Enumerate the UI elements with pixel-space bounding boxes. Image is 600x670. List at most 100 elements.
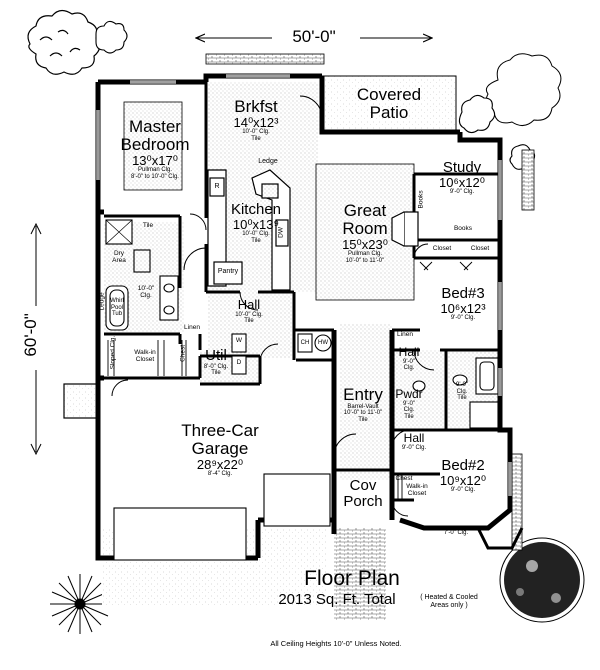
hall2-note2: Clg.: [403, 365, 415, 372]
bay-window: [476, 527, 524, 550]
mbath-tile: Tile: [142, 222, 154, 229]
interior-walls: [104, 82, 500, 502]
mech-ch: CH: [300, 340, 310, 346]
study-books-bottom: Books: [453, 225, 473, 232]
room-three-car-garage: Three-Car Garage 28⁹x22⁰ 8'-4" Clg.: [160, 422, 280, 478]
hall3-name: Hall: [403, 431, 425, 445]
hall2-linen: Linen: [397, 331, 413, 338]
bed2-size: 10⁹x12⁰: [439, 472, 487, 488]
tree-top-left: [27, 9, 101, 75]
mbath-tub: Tub: [111, 311, 123, 318]
mbath-walkin-2: Closet: [135, 355, 155, 363]
room-hall-bed3: Hall 9'-0" Clg.: [394, 346, 424, 372]
fireplace: [391, 211, 419, 247]
hall1-note1: 10'-0" Clg.: [235, 311, 263, 318]
shrub-top: [95, 20, 128, 54]
pwdr-note3: Tile: [404, 413, 414, 420]
room-hall-bath: 9'-0" Clg. Tile: [452, 382, 472, 402]
mbath-whirlpool-1: Whirl Pool: [110, 298, 124, 311]
study-name: Study: [442, 159, 482, 176]
room-hall-kitchen: Hall 10'-0" Clg. Tile: [224, 298, 274, 325]
garage-size: 28⁹x22⁰: [196, 456, 244, 472]
util-note2: Tile: [211, 370, 221, 377]
room-utility: Util 8'-0" Clg. Tile: [200, 348, 232, 377]
kitchen-refrigerator: R: [214, 183, 220, 190]
brick-planter-top: [205, 53, 325, 65]
kitchen-ledge: Ledge: [258, 158, 278, 165]
study-closet-2: Closet: [470, 245, 490, 252]
hall2-note1: 9'-0": [403, 358, 415, 365]
room-study: Study 10⁶x12⁰ 9'-0" Clg.: [426, 160, 498, 196]
mech-hw: HW: [318, 340, 328, 346]
kitchen-counters: [207, 169, 291, 291]
room-great-room: Great Room 15⁰x23⁰ Pullman Clg. 10'-0" t…: [318, 202, 412, 265]
master-note1: Pullman Clg.: [137, 167, 172, 174]
study-note1: 9'-0" Clg.: [449, 189, 475, 196]
study-books-side: Books: [417, 190, 425, 209]
room-breakfast: Brkfst 14⁰x12³ 10'-0" Clg. Tile: [216, 98, 296, 143]
bed2-note1: 9'-0" Clg.: [450, 487, 476, 494]
bed2-bay-ceiling: 7'-0" Clg.: [443, 530, 469, 536]
shrub-bottom-right: [499, 537, 585, 623]
garage-name: Three-Car: [181, 421, 259, 440]
heated-cooled-note: ( Heated & Cooled Areas only ): [414, 594, 484, 609]
garage-side-stoop: [63, 383, 99, 419]
mbath-ceiling-2: Clg.: [140, 291, 152, 299]
mbath-ceiling-1: 10'-0": [137, 285, 155, 292]
room-bed-2: Bed#2 10⁹x12⁰ 9'-0" Clg.: [430, 458, 496, 494]
dimension-depth-line: [30, 222, 42, 456]
brkfst-note2: Tile: [251, 136, 261, 143]
master-bath-fixtures: [105, 219, 179, 331]
util-dryer: D: [236, 359, 242, 366]
covered-patio-slab: [319, 75, 457, 133]
mbath-ceiling: 10'-0" Clg.: [134, 285, 158, 300]
palm-bottom-left: [50, 574, 110, 634]
util-washer: W: [235, 337, 243, 344]
great-name: Great: [343, 201, 387, 220]
heated-note-2: Areas only ): [430, 601, 468, 609]
garage-name2: Garage: [191, 438, 249, 458]
garage-note1: 8'-4" Clg.: [207, 471, 233, 478]
kitchen-name: Kitchen: [230, 201, 282, 218]
kitchen-dishwasher: DW: [277, 226, 285, 238]
great-size: 15⁰x23⁰: [342, 236, 388, 252]
master-ceiling-outline: [123, 101, 183, 191]
mbath-linen: Linen: [184, 324, 200, 331]
master-name: Master: [129, 117, 181, 136]
brkfst-size: 14⁰x12³: [233, 114, 279, 130]
entry-note2: 10'-0" to 11'-0": [343, 410, 383, 417]
hall-bath-fixtures: [412, 357, 499, 429]
bed2-name: Bed#2: [441, 457, 485, 474]
great-note2: 10'-0" to 11'-0": [345, 257, 385, 264]
mbath-walkin-1: Walk-in: [134, 349, 156, 356]
total-sqft: 2013 Sq. Ft. Total: [278, 591, 396, 608]
bath2-note1: 9'-0": [456, 382, 468, 388]
water-heater: [297, 333, 332, 353]
bed2-walkin-1: Walk-in: [406, 483, 428, 490]
bath2-note3: Tile: [457, 395, 467, 402]
pwdr-note1: 9'-0": [403, 400, 415, 407]
master-name2: Bedroom: [120, 134, 190, 154]
room-bed-3: Bed#3 10⁶x12³ 9'-0" Clg.: [430, 286, 496, 322]
planter-right-top: [521, 149, 535, 211]
ceiling-height-note: All Ceiling Heights 10'-0" Unless Noted.: [270, 639, 402, 648]
great-name2: Room: [342, 218, 388, 238]
hall1-name: Hall: [237, 297, 261, 312]
pwdr-name: Pwdr: [395, 387, 423, 401]
porch-name: Cov: [349, 477, 377, 494]
washer-dryer: [231, 333, 247, 375]
study-closet-1: Closet: [432, 245, 452, 252]
tree-top-right: [485, 53, 562, 126]
master-size: 13⁰x17⁰: [132, 152, 178, 168]
room-kitchen: Kitchen 10⁰x13⁹ 10'-0" Clg. Tile: [218, 202, 294, 245]
room-master-bedroom: Master Bedroom 13⁰x17⁰ Pullman Clg. 8'-0…: [110, 118, 200, 181]
bed2-chest: Chest: [395, 475, 413, 482]
entry-note1: Barrel-Vault: [347, 403, 379, 410]
brkfst-name: Brkfst: [234, 97, 278, 116]
bed3-note1: 9'-0" Clg.: [450, 315, 476, 322]
mbath-sloped: Sloped Clg.: [109, 335, 117, 370]
patio-name: Covered: [356, 85, 422, 104]
patio-name2: Patio: [369, 102, 409, 122]
